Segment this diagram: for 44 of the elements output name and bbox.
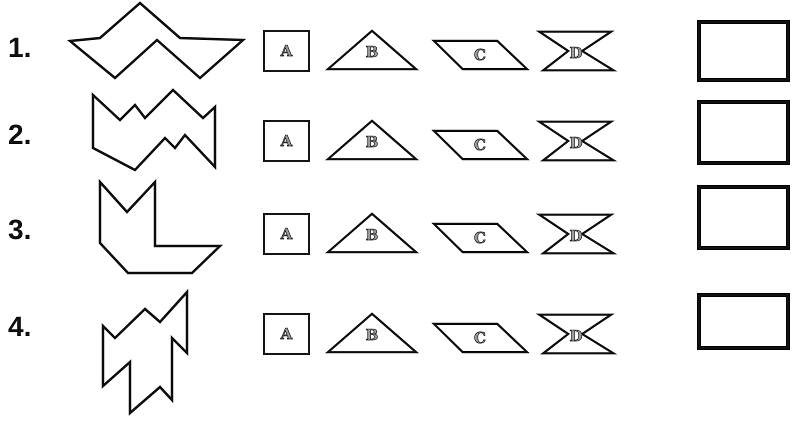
answer-box	[697, 185, 790, 250]
answer-box	[697, 100, 790, 165]
answer-box	[697, 293, 790, 350]
square-option	[263, 30, 310, 72]
hourglass-option	[537, 30, 615, 72]
option-letter: D	[570, 135, 582, 152]
puzzle-figure	[98, 178, 224, 274]
option-letter: A	[280, 326, 292, 342]
option-letter: A	[280, 133, 292, 149]
option-letter: C	[474, 47, 486, 63]
triangle-option	[327, 313, 417, 353]
option-letter: B	[366, 134, 378, 150]
option-letter: D	[570, 45, 582, 62]
option-letter: A	[280, 226, 292, 242]
option-letter: B	[366, 44, 378, 60]
square-option	[263, 120, 310, 162]
option-letter: C	[474, 137, 486, 153]
option-letter: C	[474, 230, 486, 246]
answer-box	[697, 20, 790, 82]
puzzle-figure	[92, 88, 216, 172]
square-option	[263, 213, 310, 255]
question-number: 3.	[8, 215, 32, 245]
puzzle-figure	[102, 288, 188, 416]
option-letter: B	[366, 227, 378, 243]
option-letter: C	[474, 330, 486, 346]
puzzle-figure	[66, 1, 246, 80]
option-letter: A	[280, 43, 292, 59]
hourglass-option	[537, 313, 615, 355]
hourglass-option	[537, 120, 615, 162]
square-option	[263, 313, 310, 355]
parallelogram-option	[432, 40, 528, 70]
option-letter: D	[570, 328, 582, 344]
hourglass-option	[537, 213, 615, 255]
question-number: 4.	[8, 312, 32, 342]
triangle-option	[327, 120, 417, 160]
option-letter: B	[366, 327, 378, 343]
question-number: 2.	[8, 120, 32, 150]
triangle-option	[327, 30, 417, 70]
triangle-option	[327, 213, 417, 253]
parallelogram-option	[432, 323, 528, 353]
question-number: 1.	[8, 33, 32, 63]
parallelogram-option	[432, 130, 528, 160]
parallelogram-option	[432, 223, 528, 253]
option-letter: D	[570, 228, 582, 244]
